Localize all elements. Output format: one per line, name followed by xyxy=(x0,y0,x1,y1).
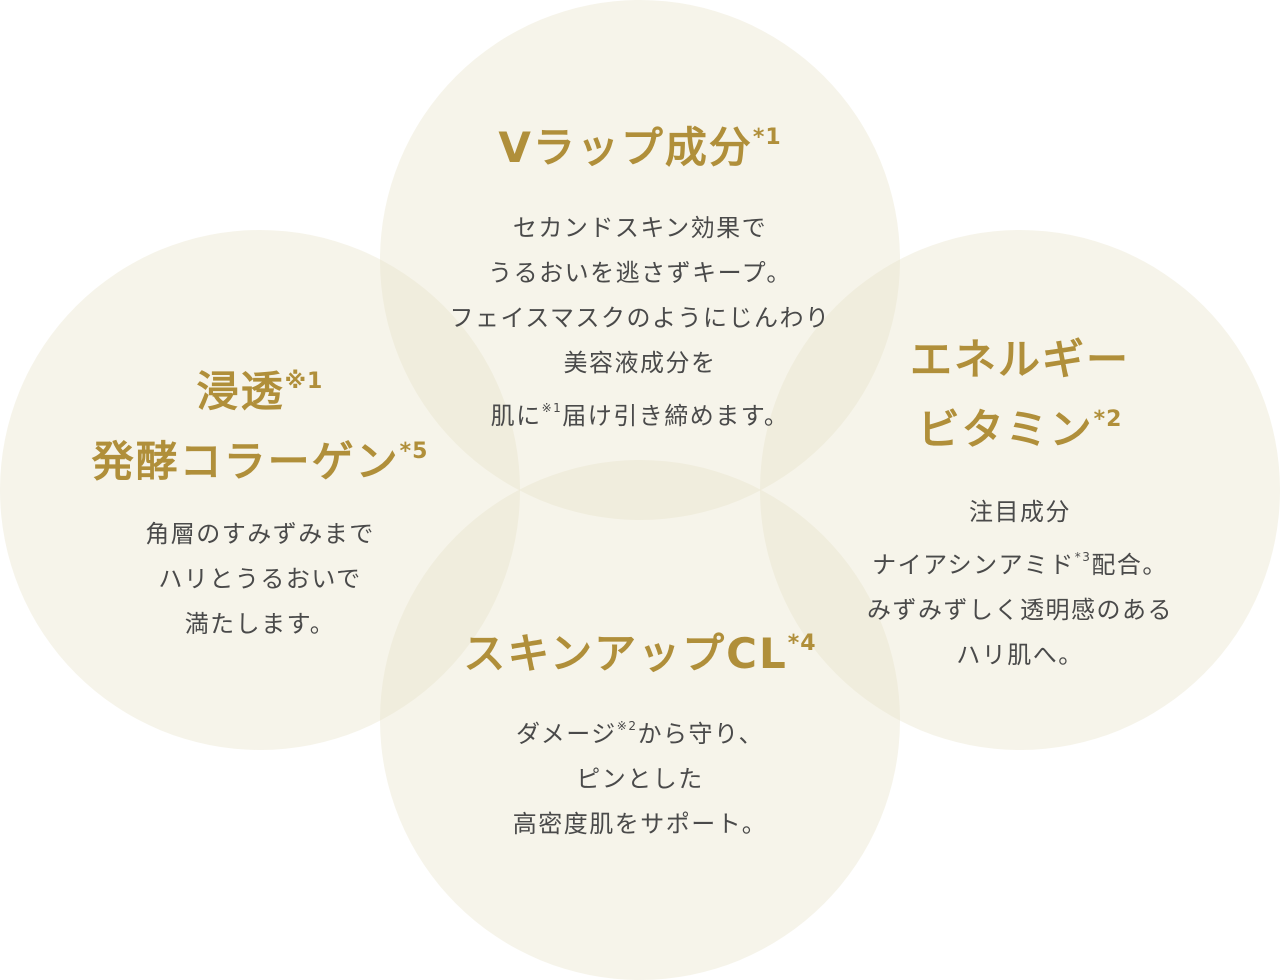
circle-right xyxy=(760,230,1280,750)
footnote-mark: *1 xyxy=(752,125,782,150)
desc-line: みずみずしく透明感のある xyxy=(867,596,1173,624)
title-text: スキンアップCL xyxy=(463,629,788,678)
desc-line: ハリ肌へ。 xyxy=(956,641,1084,669)
desc-text: ナイアシンアミド xyxy=(872,551,1075,579)
desc-line: 高密度肌をサポート。 xyxy=(512,810,768,838)
footnote-mark: ※1 xyxy=(541,401,563,415)
title-text: ビタミン xyxy=(917,405,1094,454)
title-line: ビタミン*2 xyxy=(760,390,1280,460)
ingredient-description: 注目成分 ナイアシンアミド*3配合。 みずみずしく透明感のある ハリ肌へ。 xyxy=(760,490,1280,678)
title-line: 発酵コラーゲン*5 xyxy=(0,422,520,492)
footnote-mark: ※1 xyxy=(284,369,324,394)
desc-line: 肌に※1届け引き締めます。 xyxy=(380,386,900,439)
ingredient-description: セカンドスキン効果で うるおいを逃さずキープ。 フェイスマスクのようにじんわり … xyxy=(380,206,900,439)
circle-top xyxy=(380,0,900,520)
title-line: エネルギー xyxy=(909,335,1130,384)
desc-text: から守り、 xyxy=(637,720,765,748)
desc-line: 角層のすみずみまで xyxy=(145,520,375,548)
desc-line: ハリとうるおいで xyxy=(158,565,362,593)
desc-line: セカンドスキン効果で xyxy=(512,214,768,242)
title-line: 浸透※1 xyxy=(0,352,520,422)
ingredient-description: ダメージ※2から守り、 ピンとした 高密度肌をサポート。 xyxy=(380,704,900,847)
footnote-mark: *5 xyxy=(399,439,429,464)
desc-line: ダメージ※2から守り、 xyxy=(380,704,900,757)
ingredient-vitamin: エネルギー ビタミン*2 注目成分 ナイアシンアミド*3配合。 みずみずしく透明… xyxy=(760,330,1280,678)
footnote-mark: *3 xyxy=(1074,550,1092,564)
ingredient-title: 浸透※1 発酵コラーゲン*5 xyxy=(0,352,520,492)
footnote-mark: *2 xyxy=(1093,407,1123,432)
desc-text: 届け引き締めます。 xyxy=(562,402,790,430)
title-text: 発酵コラーゲン xyxy=(91,437,400,486)
ingredient-collagen: 浸透※1 発酵コラーゲン*5 角層のすみずみまで ハリとうるおいで 満たします。 xyxy=(0,352,520,647)
footnote-mark: ※2 xyxy=(616,719,638,733)
desc-line: うるおいを逃さずキープ。 xyxy=(488,259,792,287)
ingredient-description: 角層のすみずみまで ハリとうるおいで 満たします。 xyxy=(0,512,520,647)
ingredient-vwrap: Vラップ成分*1 セカンドスキン効果で うるおいを逃さずキープ。 フェイスマスク… xyxy=(380,108,900,439)
desc-text: 配合。 xyxy=(1091,551,1168,579)
ingredient-title: スキンアップCL*4 xyxy=(380,614,900,684)
desc-text: 肌に xyxy=(490,402,542,430)
ingredient-skinup: スキンアップCL*4 ダメージ※2から守り、 ピンとした 高密度肌をサポート。 xyxy=(380,614,900,847)
desc-line: フェイスマスクのようにじんわり xyxy=(449,304,831,332)
title-text: 浸透 xyxy=(196,367,285,416)
circle-left xyxy=(0,230,520,750)
desc-line: 美容液成分を xyxy=(563,349,717,377)
desc-line: 注目成分 xyxy=(969,498,1071,526)
footnote-mark: *4 xyxy=(787,631,817,656)
desc-line: ナイアシンアミド*3配合。 xyxy=(760,535,1280,588)
ingredient-title: Vラップ成分*1 xyxy=(380,108,900,178)
desc-text: ダメージ xyxy=(515,720,617,748)
circle-bottom xyxy=(380,460,900,980)
desc-line: ピンとした xyxy=(576,765,704,793)
ingredient-title: エネルギー ビタミン*2 xyxy=(760,330,1280,460)
title-text: Vラップ成分 xyxy=(498,123,753,172)
desc-line: 満たします。 xyxy=(184,610,336,638)
